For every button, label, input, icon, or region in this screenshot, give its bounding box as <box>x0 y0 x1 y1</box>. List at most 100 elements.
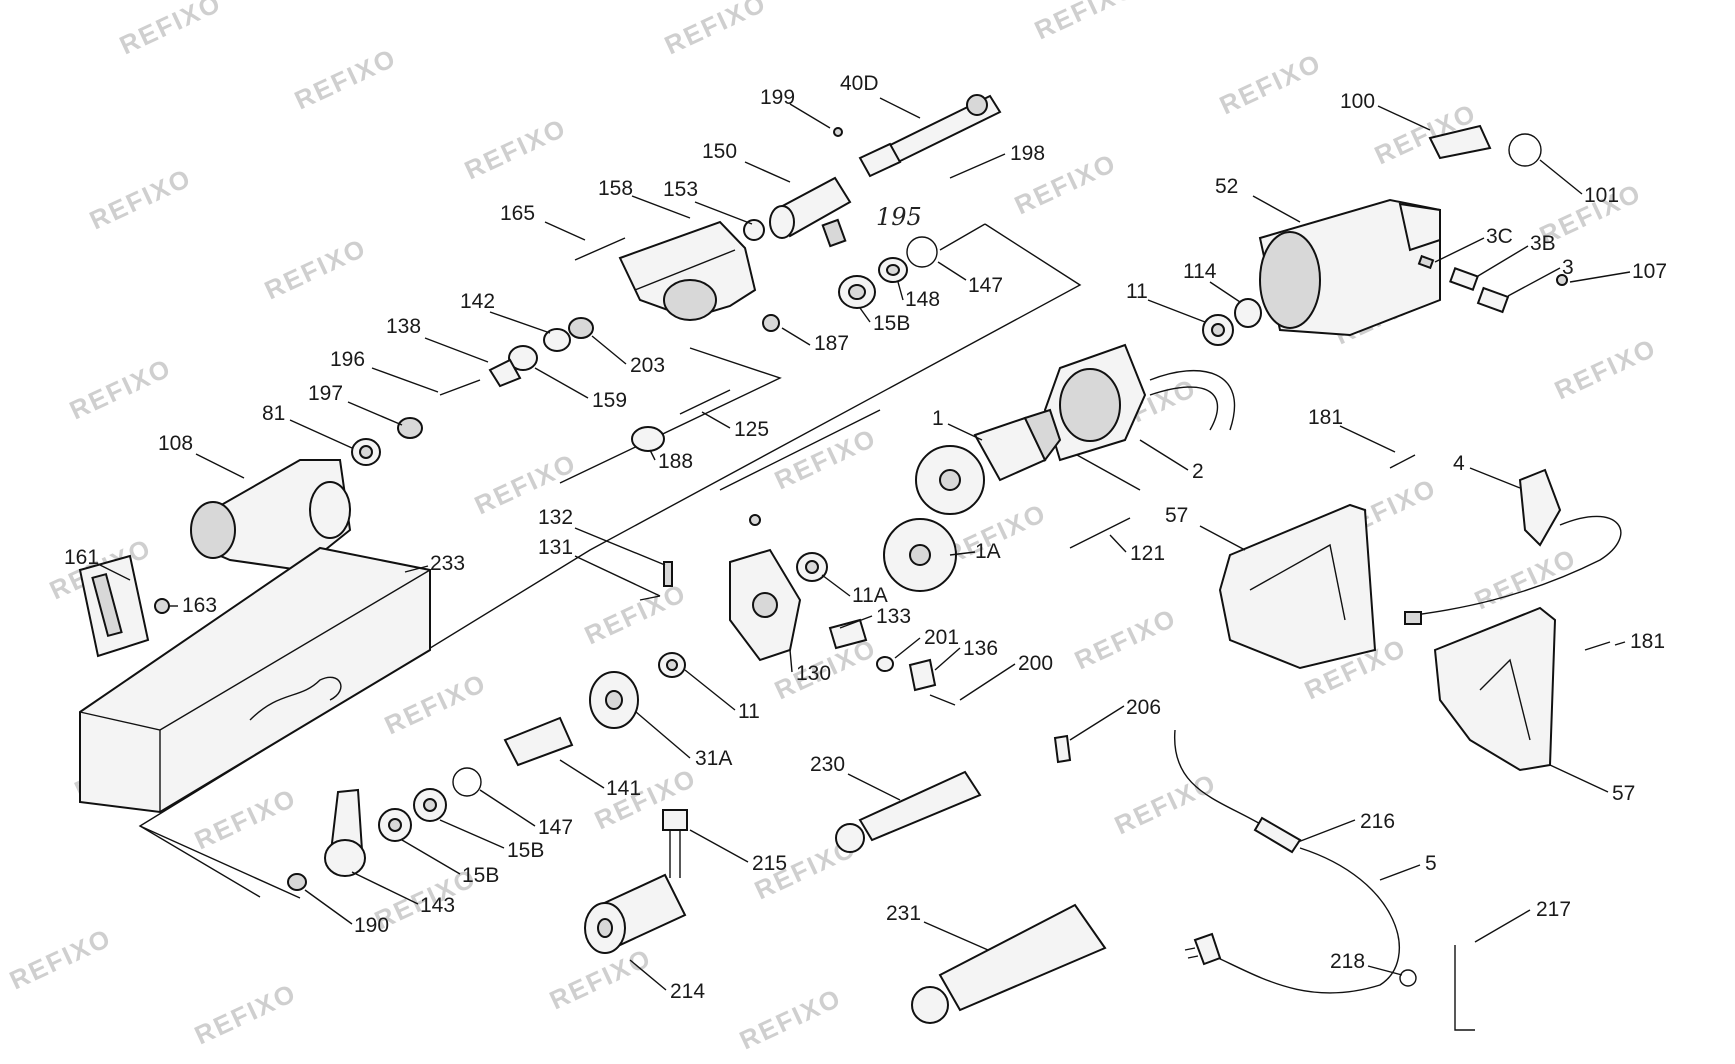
leader-line <box>897 281 904 301</box>
leader-line <box>934 647 961 671</box>
leader-line <box>1252 195 1301 223</box>
part-100-clip <box>1428 124 1492 160</box>
leader-line <box>789 103 831 129</box>
part-136-guide <box>908 658 937 692</box>
leader-line <box>959 663 1016 701</box>
part-label-147: 147 <box>968 274 1003 297</box>
leader-line <box>1367 965 1403 976</box>
leader-line <box>544 221 586 241</box>
part-57-handle-half-upper <box>1218 503 1377 670</box>
part-1-armature <box>915 408 1062 515</box>
watermark-text: REFIXO <box>115 0 226 60</box>
watermark-text: REFIXO <box>1070 602 1181 675</box>
leader-line <box>289 419 353 449</box>
leader-line <box>1614 641 1626 646</box>
part-133-pin <box>828 618 868 650</box>
part-label-141: 141 <box>606 777 641 800</box>
part-15b-bearing-lower-a <box>413 788 447 822</box>
part-label-161: 161 <box>64 546 99 569</box>
part-15b-bearing-lower-b <box>378 808 412 842</box>
part-label-3c: 3C <box>1486 225 1513 248</box>
leader-line <box>847 773 901 801</box>
part-40d-shaft <box>858 94 1002 178</box>
part-label-31a: 31A <box>695 747 732 770</box>
part-197-clamp <box>397 417 423 439</box>
part-label-57: 57 <box>1165 504 1188 527</box>
leader-line <box>479 789 536 827</box>
part-label-125: 125 <box>734 418 769 441</box>
leader-line <box>591 335 627 365</box>
leader-line <box>1109 534 1127 553</box>
leader-line <box>401 839 461 875</box>
part-label-108: 108 <box>158 432 193 455</box>
part-label-143: 143 <box>420 894 455 917</box>
part-label-11: 11 <box>738 700 760 723</box>
watermark-text: REFIXO <box>660 0 771 60</box>
watermark-text: REFIXO <box>735 982 846 1055</box>
leader-line <box>1209 281 1241 303</box>
part-label-40d: 40D <box>840 72 879 95</box>
part-231-grease-tube <box>911 903 1107 1024</box>
part-label-147: 147 <box>538 816 573 839</box>
part-label-218: 218 <box>1330 950 1365 973</box>
part-125-screw <box>679 389 731 415</box>
part-label-4: 4 <box>1453 452 1465 475</box>
part-199-pin <box>833 127 843 137</box>
part-label-81: 81 <box>262 402 285 425</box>
part-158-housing <box>618 220 757 321</box>
part-label-199: 199 <box>760 86 795 109</box>
handwritten-note: 195 <box>876 203 922 231</box>
part-218-cord-clamp <box>1399 969 1417 987</box>
part-label-3: 3 <box>1562 256 1574 279</box>
part-217-hex-key <box>1454 945 1475 1031</box>
part-label-136: 136 <box>963 637 998 660</box>
part-206-connector <box>1053 734 1072 764</box>
part-148-bearing <box>878 257 908 283</box>
part-5-power-cord <box>1184 847 1401 994</box>
part-190-washer <box>287 873 307 891</box>
part-label-148: 148 <box>905 288 940 311</box>
leader-line <box>635 711 691 759</box>
part-label-201: 201 <box>924 626 959 649</box>
watermark-text: REFIXO <box>770 422 881 495</box>
leader-line <box>949 551 976 556</box>
part-181-screw-lower <box>1584 641 1611 651</box>
watermark-text: REFIXO <box>1550 332 1661 405</box>
part-203-ring <box>568 317 594 339</box>
part-label-3b: 3B <box>1530 232 1556 255</box>
part-label-11: 11 <box>1126 280 1148 303</box>
leader-line <box>789 649 793 673</box>
part-label-190: 190 <box>354 914 389 937</box>
part-label-214: 214 <box>670 980 705 1003</box>
leader-line <box>559 759 605 789</box>
leader-line <box>97 563 131 581</box>
watermark-text: REFIXO <box>190 782 301 855</box>
leader-line <box>371 367 439 393</box>
part-label-216: 216 <box>1360 810 1395 833</box>
part-214-cylinder <box>584 873 687 954</box>
part-181-screw-upper <box>1389 454 1416 469</box>
part-196-screw <box>439 379 481 396</box>
part-142-washer <box>543 328 571 352</box>
part-3c-brush <box>1417 254 1435 270</box>
part-label-163: 163 <box>182 594 217 617</box>
part-label-158: 158 <box>598 177 633 200</box>
leader-line <box>684 669 736 711</box>
leader-line <box>439 819 505 849</box>
leader-line <box>701 411 731 429</box>
part-label-2: 2 <box>1192 460 1204 483</box>
part-131-screw <box>639 595 661 601</box>
part-label-150: 150 <box>702 140 737 163</box>
part-label-230: 230 <box>810 753 845 776</box>
part-label-133: 133 <box>876 605 911 628</box>
part-label-187: 187 <box>814 332 849 355</box>
part-small-screw <box>749 514 761 526</box>
leader-line <box>649 449 656 461</box>
leader-line <box>781 327 811 346</box>
part-1a-fan <box>883 518 957 592</box>
part-label-132: 132 <box>538 506 573 529</box>
leader-line <box>947 423 983 441</box>
part-label-130: 130 <box>796 662 831 685</box>
